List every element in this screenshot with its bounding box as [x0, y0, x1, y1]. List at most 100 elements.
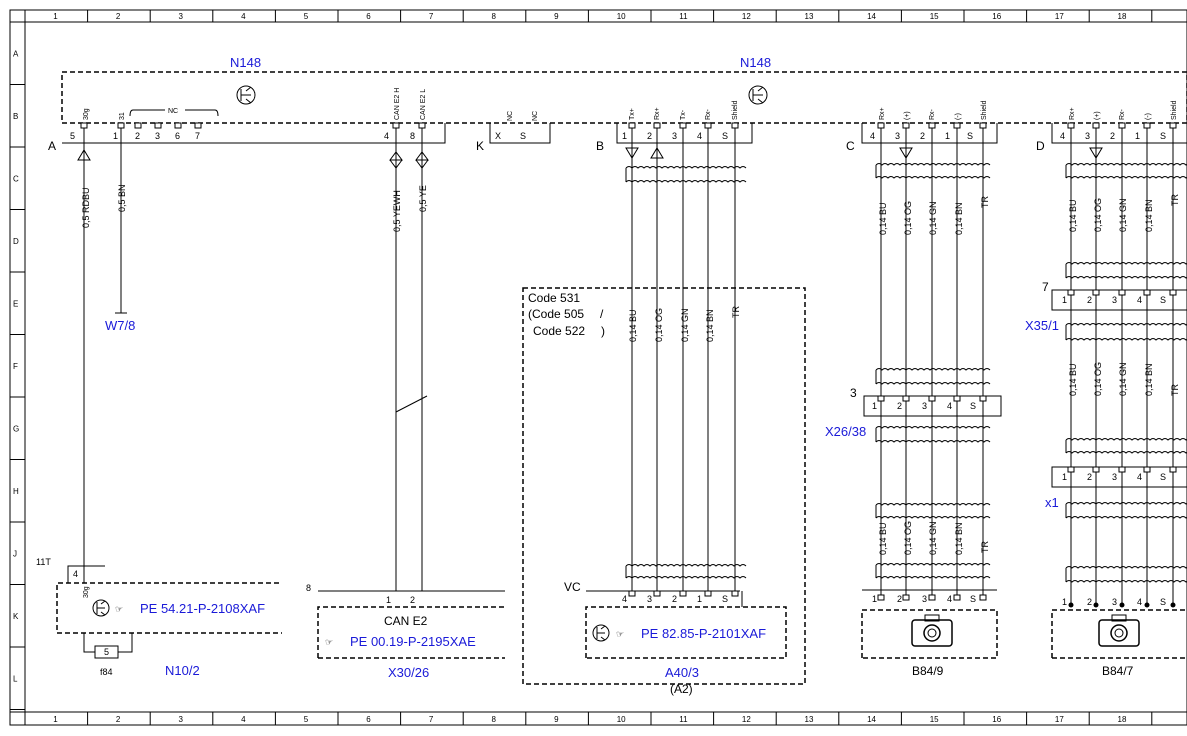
grid-col-label: 4: [241, 12, 246, 21]
ground-symbol-icon: [236, 85, 256, 105]
x35-1-label: X35/1: [1025, 318, 1059, 333]
pin-stub: [194, 122, 202, 129]
pin-a8: 8: [410, 131, 415, 141]
x1-pin4: 4: [1137, 472, 1142, 482]
connector-b-name: B: [596, 139, 604, 153]
pin-stub: [1118, 466, 1126, 473]
x35-1-connector: 7: [1042, 280, 1049, 294]
signal-d-minus: (-): [1145, 113, 1152, 120]
pointing-hand-icon: ☞: [616, 629, 624, 639]
grid-col-label: 12: [742, 12, 751, 21]
grid-col-label: 8: [492, 715, 497, 724]
pin-c4: 4: [870, 131, 875, 141]
signal-b-rxm: Rx-: [705, 108, 712, 120]
signal-arrow-icon: [899, 147, 913, 159]
signal-31: 31: [119, 112, 126, 120]
grid-col-label: 15: [930, 12, 939, 21]
connector-a-name: A: [48, 139, 56, 153]
wire-d-tr-1: TR: [1170, 194, 1180, 206]
pin-a7: 7: [195, 131, 200, 141]
pin-stub: [928, 594, 936, 601]
a40-3-label: A40/3: [665, 665, 699, 680]
shield-bottom: [1065, 516, 1187, 519]
grid-row-label: E: [13, 299, 18, 308]
grid-col-label: 6: [366, 12, 371, 21]
transistor-icon: [92, 599, 110, 617]
pin-stub: [679, 590, 687, 597]
frame-margin: [10, 10, 1187, 725]
pin-b2: 2: [647, 131, 652, 141]
grid-col-label: 10: [617, 12, 626, 21]
bidirectional-arrow-icon: [389, 151, 403, 169]
pin-stub: [1118, 289, 1126, 296]
signal-c-rxp: Rx+: [879, 107, 886, 120]
pin-stub: [704, 122, 712, 129]
shield-top: [625, 564, 747, 567]
x26-38-pin1: 1: [872, 401, 877, 411]
a40-3-pin4: 4: [622, 594, 627, 604]
grid-col-label: 15: [930, 715, 939, 724]
wire-bn-label: 0,5 BN: [117, 184, 127, 212]
grid-col-label: 7: [429, 715, 434, 724]
signal-b-shield: Shield: [732, 100, 739, 120]
signal-b-rxp: Rx+: [654, 107, 661, 120]
pin-stub: [979, 395, 987, 402]
wire-d-bn-2: 0,14 BN: [1144, 363, 1154, 396]
pin-stub: [928, 122, 936, 129]
b84-7-component: 1 2 3 4 S B84/7: [1051, 597, 1187, 678]
signal-can-l: CAN E2 L: [420, 89, 427, 120]
grid-col-label: 11: [679, 12, 688, 21]
grid-col-label: 12: [742, 715, 751, 724]
b84-7-pin2: 2: [1087, 597, 1092, 607]
b84-9-pins: S: [970, 594, 976, 604]
wire-lines: [77, 122, 1187, 608]
wire-c-bn-2: 0,14 BN: [954, 522, 964, 555]
pin-stub: [953, 122, 961, 129]
signal-b-txp: Tx+: [629, 108, 636, 120]
connector-c: C 4 3 2 1 S Rx+ (+) Rx- (-) Shield: [846, 100, 998, 153]
x26-38-pin2: 2: [897, 401, 902, 411]
x1-label: x1: [1045, 495, 1059, 510]
n10-2-component: 11T 4 30g ☞ PE 54.21-P-2108XAF 5 f84 N10…: [36, 557, 282, 678]
shield-bottom: [875, 516, 991, 519]
wire-c-gn-1: 0,14 GN: [928, 201, 938, 235]
a40-3-ref[interactable]: PE 82.85-P-2101XAF: [641, 626, 766, 641]
x26-38-connector: 3: [850, 386, 857, 400]
pin-ks: S: [520, 131, 526, 141]
code-paren: ): [601, 324, 605, 338]
pin-stub: [628, 122, 636, 129]
grid-row-label: H: [13, 487, 19, 496]
code-slash: /: [600, 307, 604, 321]
pin-stub: [928, 395, 936, 402]
pin-d2: 2: [1110, 131, 1115, 141]
b84-7-pins: S: [1160, 597, 1166, 607]
connector-d: D 4 3 2 1 S Rx+ (+) Rx- (-) Shield: [1036, 100, 1187, 153]
signal-c-shield: Shield: [981, 100, 988, 120]
b84-9-component: 1 2 3 4 S B84/9: [861, 589, 998, 678]
n10-2-connector: 11T: [36, 557, 51, 567]
pin-stub: [392, 122, 400, 129]
shield-bottom: [1065, 176, 1187, 179]
wire-ye-label: 0,5 YE: [418, 185, 428, 212]
pin-stub: [953, 395, 961, 402]
x30-26-ref[interactable]: PE 00.19-P-2195XAE: [350, 634, 476, 649]
nc-label: NC: [168, 108, 178, 115]
signal-c-minus: (-): [955, 113, 962, 120]
x35-1-pin2: 2: [1087, 295, 1092, 305]
pin-stub: [1067, 466, 1075, 473]
grid-col-label: 17: [1055, 715, 1064, 724]
shield-top: [875, 426, 991, 429]
wire-d-bu-2: 0,14 BU: [1068, 363, 1078, 396]
pin-c1: 1: [945, 131, 950, 141]
w7-8-label: W7/8: [105, 318, 135, 333]
pin-a6: 6: [175, 131, 180, 141]
pointing-hand-icon: ☞: [115, 604, 123, 614]
pin-cs: S: [967, 131, 973, 141]
pin-stub: [80, 122, 88, 129]
b84-7-label: B84/7: [1102, 664, 1134, 678]
n10-2-ref[interactable]: PE 54.21-P-2108XAF: [140, 601, 265, 616]
signal-arrow-icon: [625, 147, 639, 159]
pin-dot: [1119, 602, 1125, 608]
shield-bottom: [1065, 276, 1187, 279]
fuse-icon: [94, 645, 119, 659]
